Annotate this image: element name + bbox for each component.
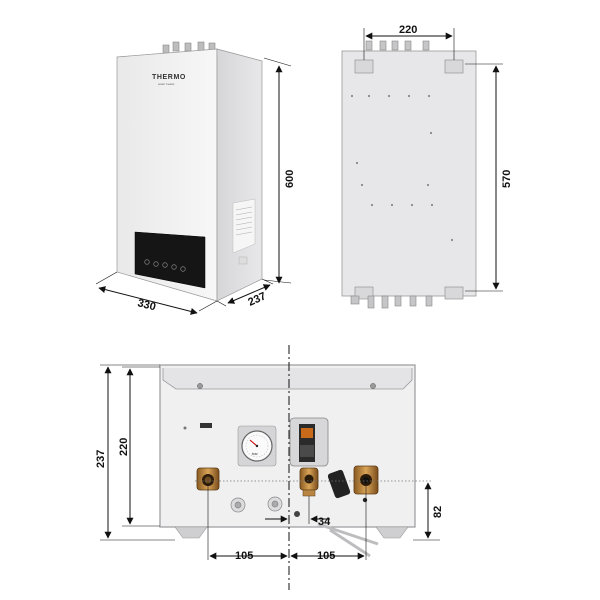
bottom-height-inner-dimension (122, 366, 160, 527)
left-offset-label: 105 (235, 550, 253, 562)
brand-logo: THERMO (152, 74, 186, 81)
front-width-label: 330 (136, 297, 157, 313)
brand-subtitle: water heater (158, 82, 175, 86)
drain-fittings (230, 496, 283, 513)
top-bracket-right (444, 59, 464, 74)
front-height-dimension (263, 57, 292, 284)
front-depth-label: 237 (246, 290, 268, 308)
front-width-dimension (95, 271, 218, 315)
back-view (341, 40, 477, 309)
back-top-connectors (365, 40, 430, 51)
center-offset-label: 34 (318, 516, 331, 528)
control-display-panel (134, 231, 206, 289)
pipe-height-dimension (413, 482, 440, 541)
back-height-dimension (465, 63, 503, 292)
top-bracket-left (354, 59, 374, 74)
top-connectors (162, 41, 216, 54)
front-height-label: 600 (284, 170, 296, 188)
back-bottom-pipes (350, 295, 433, 309)
bottom-height-outer-dimension (100, 364, 175, 541)
back-screw-holes (350, 94, 454, 242)
back-width-label: 220 (399, 24, 417, 36)
center-offset-dimension (265, 496, 330, 524)
back-panel (341, 50, 477, 297)
bottom-view: bar (159, 364, 416, 558)
pipe-height-label: 82 (432, 506, 444, 518)
bottom-bracket-right (444, 286, 464, 300)
front-view: THERMO water heater (116, 41, 263, 302)
bottom-height-inner-label: 220 (118, 438, 130, 456)
valve-window (289, 417, 329, 467)
gauge-unit-label: bar (252, 451, 258, 456)
touch-buttons (144, 259, 186, 272)
inlet-brass-connector (196, 467, 220, 491)
left-offset-dimension (207, 484, 288, 560)
front-depth-dimension (216, 278, 274, 307)
back-height-label: 570 (501, 170, 513, 188)
back-width-dimension (363, 28, 455, 60)
bottom-height-outer-label: 237 (95, 450, 107, 468)
right-offset-dimension (290, 486, 367, 560)
right-offset-label: 105 (317, 550, 335, 562)
bottom-housing (159, 364, 416, 528)
pressure-gauge: bar (237, 425, 277, 467)
outlet-brass-connector (327, 465, 379, 503)
